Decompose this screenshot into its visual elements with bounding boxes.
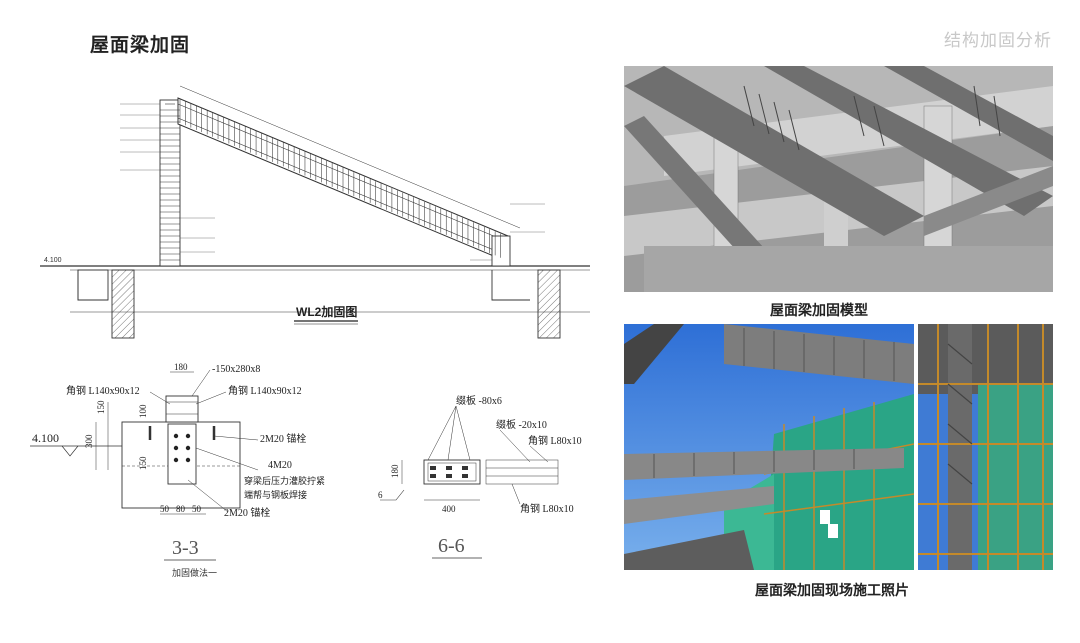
wl2-elevation bbox=[40, 85, 590, 339]
s33-dim-v1: 150 bbox=[96, 400, 106, 414]
s33-dim-v2: 100 bbox=[138, 404, 148, 418]
s33-note1: 穿梁后压力灌胶拧紧 bbox=[244, 475, 325, 486]
model-caption: 屋面梁加固模型 bbox=[770, 303, 868, 319]
elevation-level: 4.100 bbox=[44, 257, 62, 264]
s66-batten1: 缀板 -80x6 bbox=[456, 394, 502, 407]
s33-dim-v4: 150 bbox=[138, 456, 148, 470]
s33-anchor-top: 2M20 锚栓 bbox=[260, 432, 306, 445]
reinforcement-drawing: 4.100 WL2加固图 角钢 bbox=[30, 85, 590, 578]
page-title: 屋面梁加固 bbox=[90, 34, 191, 56]
s33-anchor-bottom: 2M20 锚栓 bbox=[224, 506, 270, 519]
section-3-3 bbox=[30, 369, 259, 515]
model-render bbox=[624, 66, 1053, 292]
s33-angle-left: 角钢 L140x90x12 bbox=[66, 384, 140, 397]
s33-dim-v3: 300 bbox=[84, 434, 94, 448]
site-photo-left bbox=[624, 324, 914, 570]
s33-level: 4.100 bbox=[32, 431, 59, 445]
site-caption: 屋面梁加固现场施工照片 bbox=[755, 583, 909, 599]
s33-dim-top: 180 bbox=[174, 362, 188, 372]
section-6-6 bbox=[380, 405, 559, 505]
s33-note2: 端帮与钢板焊接 bbox=[244, 489, 307, 500]
s66-dim-w: 400 bbox=[442, 504, 456, 514]
site-photo-right bbox=[918, 324, 1053, 570]
s33-dim-b3: 50 bbox=[192, 504, 202, 514]
s33-title: 3-3 bbox=[172, 537, 199, 559]
s66-angle-bottom: 角钢 L80x10 bbox=[520, 502, 574, 515]
elevation-title: WL2加固图 bbox=[296, 304, 357, 319]
s33-subtitle: 加固做法一 bbox=[172, 567, 217, 578]
annotation-leaders bbox=[120, 103, 545, 261]
s66-angle-top: 角钢 L80x10 bbox=[528, 434, 582, 447]
s33-dim-b1: 50 bbox=[160, 504, 170, 514]
s33-angle-right: 角钢 L140x90x12 bbox=[228, 384, 302, 397]
s33-dim-b2: 80 bbox=[176, 504, 186, 514]
s33-bolt: 4M20 bbox=[268, 460, 292, 471]
section-3-3-bolts bbox=[173, 433, 191, 463]
section-label: 结构加固分析 bbox=[944, 31, 1052, 51]
s66-weld: 6 bbox=[378, 490, 383, 500]
s33-plate: -150x280x8 bbox=[212, 364, 260, 375]
s66-batten2: 缀板 -20x10 bbox=[496, 418, 547, 431]
section-6-6-welds bbox=[430, 466, 468, 478]
s66-title: 6-6 bbox=[438, 535, 465, 557]
s66-dim-h: 180 bbox=[390, 464, 400, 478]
